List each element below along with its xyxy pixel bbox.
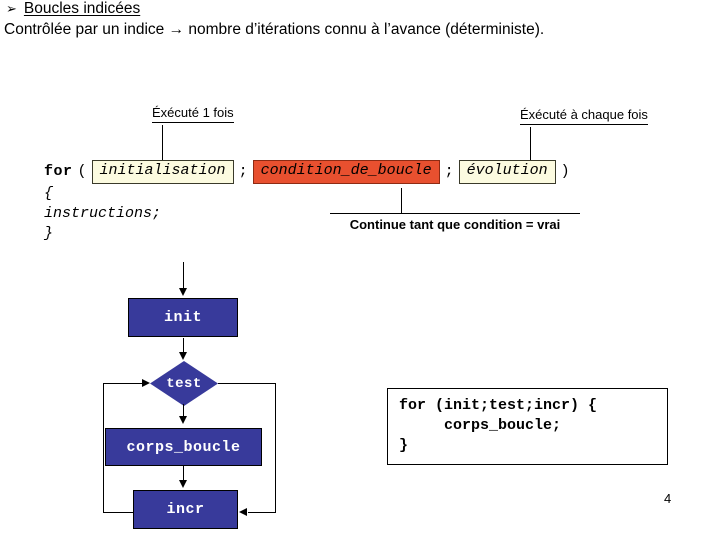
paren-close: ): [560, 163, 570, 181]
connector-callout-once-to-init-slot: [162, 125, 163, 162]
slot-initialisation: initialisation: [91, 160, 234, 184]
for-loop-body: { instructions; }: [44, 185, 162, 242]
flow-node-test[interactable]: test: [150, 361, 218, 406]
code-example-text: for (init;test;incr) { corps_boucle; }: [399, 397, 598, 454]
for-keyword: for: [44, 163, 73, 181]
callout-executed-once: Éxécuté 1 fois: [152, 105, 234, 124]
header-bullet-row: ➢ Boucles indicées: [6, 0, 141, 17]
flow-node-corps-boucle[interactable]: corps_boucle: [105, 428, 262, 466]
separator-2: ;: [444, 163, 454, 181]
page-number: 4: [664, 491, 672, 506]
for-signature: for ( initialisation ; condition_de_bouc…: [44, 160, 575, 184]
callout-executed-each-time: Éxécuté à chaque fois: [520, 107, 648, 126]
connector-incr-loopback-v: [103, 383, 104, 513]
bracket-continue-caption: [330, 213, 580, 214]
connector-callout-each-to-evolution-slot: [530, 127, 531, 162]
arrowhead-entry-to-init: [179, 288, 187, 296]
connector-test-exit-h-bottom: [248, 512, 276, 513]
connector-entry-to-init: [183, 262, 184, 290]
connector-test-exit-h-top: [218, 383, 276, 384]
paren-open: (: [77, 163, 87, 181]
flow-node-init[interactable]: init: [128, 298, 238, 337]
arrowhead-exit-to-incr: [239, 508, 247, 516]
connector-test-exit-v: [275, 383, 276, 512]
connector-incr-loopback-h-bottom: [103, 512, 134, 513]
connector-incr-loopback-h-top: [103, 383, 143, 384]
connector-condition-to-continue-caption: [401, 188, 402, 214]
arrowhead-init-to-test: [179, 352, 187, 360]
arrowhead-loopback-to-test: [142, 379, 150, 387]
flow-node-incr[interactable]: incr: [133, 490, 238, 529]
code-example-box: for (init;test;incr) { corps_boucle; }: [387, 388, 668, 465]
slot-evolution: évolution: [458, 160, 556, 184]
chevron-bullet-icon: ➢: [6, 1, 17, 16]
connector-corps-to-incr: [183, 466, 184, 482]
connector-test-to-corps: [183, 404, 184, 418]
caption-continue-condition: Continue tant que condition = vrai: [349, 217, 561, 232]
slot-condition: condition_de_boucle: [252, 160, 440, 184]
page-title: Boucles indicées: [23, 0, 141, 17]
separator-1: ;: [238, 163, 248, 181]
page-subtitle: Contrôlée par un indice → nombre d’itéra…: [4, 21, 545, 38]
flow-node-test-label: test: [166, 375, 202, 392]
connector-init-to-test: [183, 338, 184, 354]
arrowhead-corps-to-incr: [179, 480, 187, 488]
arrowhead-test-to-corps: [179, 416, 187, 424]
